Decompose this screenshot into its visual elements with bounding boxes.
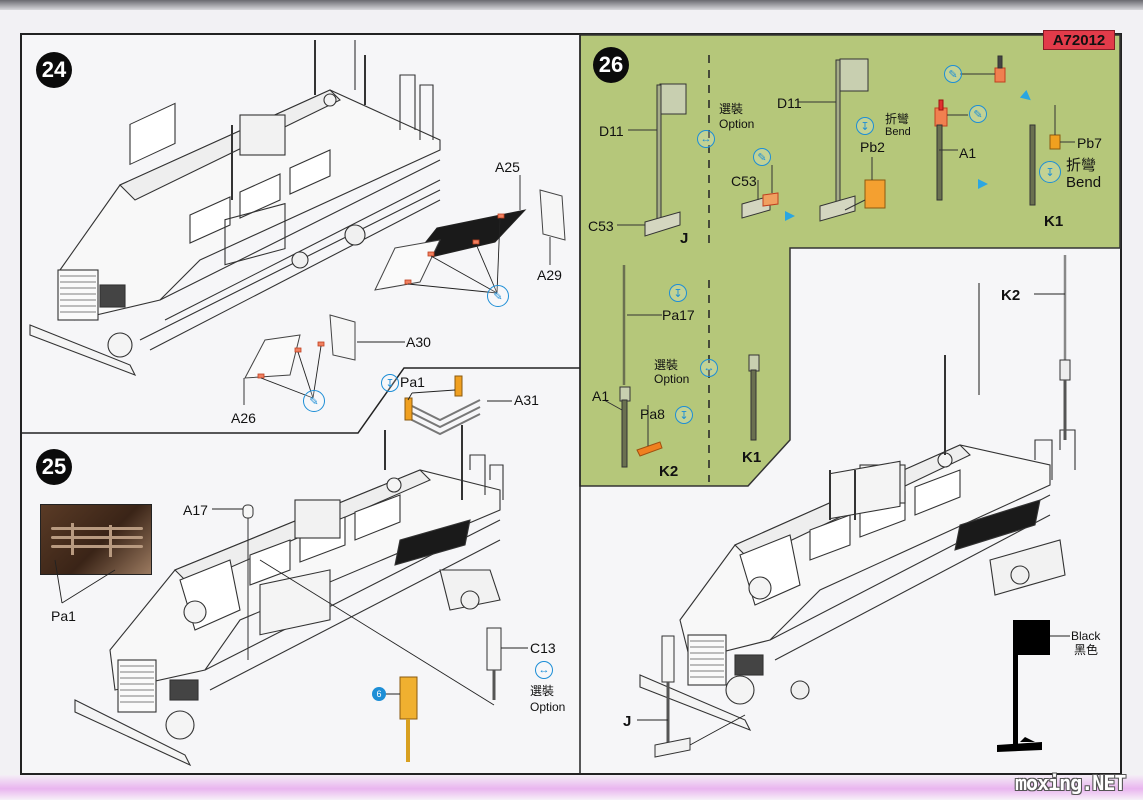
kit-code-badge: A72012 <box>1043 30 1115 50</box>
label-d11-alt: D11 <box>777 95 802 111</box>
assembly-k2 <box>603 265 663 468</box>
label-k1-alt: K1 <box>742 449 762 466</box>
step-number-text: 25 <box>41 454 67 479</box>
black-flag <box>1013 620 1050 655</box>
part-reference-number: 6 <box>376 689 382 699</box>
part-j-sign <box>661 635 675 683</box>
bend-icon: ↧ <box>1039 161 1061 183</box>
label-pb2: Pb2 <box>860 139 885 155</box>
bend-icon: ↧ <box>669 284 687 302</box>
arrow-icon <box>785 211 795 221</box>
part-a29 <box>539 189 566 241</box>
assembly-j <box>617 83 687 237</box>
bend-icon: ↧ <box>856 117 874 135</box>
label-d11: D11 <box>599 123 624 139</box>
label-k1: K1 <box>1044 213 1064 230</box>
part-pa1-right <box>454 375 463 397</box>
step-number-26: 26 <box>593 47 629 83</box>
assembly-k1-alt <box>748 354 760 441</box>
part-pa1-left <box>404 397 413 421</box>
option-icon: ↔ <box>700 359 718 377</box>
step-frame-a26 <box>244 334 301 379</box>
label-a30: A30 <box>406 334 431 350</box>
label-a17: A17 <box>183 502 208 518</box>
glue-icon: ✎ <box>487 285 509 307</box>
step-number-24: 24 <box>36 52 72 88</box>
step-frame <box>374 239 441 291</box>
label-option-cn: 選裝 <box>719 102 744 116</box>
page-bottom-band <box>0 775 1143 800</box>
part-a30 <box>329 314 356 361</box>
label-bend-en: Bend <box>1066 174 1102 191</box>
label-a1-k2: A1 <box>592 388 610 404</box>
assembly-k1 <box>934 55 1075 206</box>
part-k2-mount <box>1059 359 1071 381</box>
label-option-en: Option <box>719 117 755 131</box>
label-a31: A31 <box>514 392 539 408</box>
page-top-edge <box>0 0 1143 10</box>
kit-code-text: A72012 <box>1052 31 1106 49</box>
label-k2: K2 <box>659 463 679 480</box>
assembly-j-alt <box>741 58 886 222</box>
watermark: moxing.NET <box>1015 771 1126 795</box>
part-reference-badge: 6 <box>372 687 386 701</box>
vehicle-hull-26 <box>639 355 1076 732</box>
vehicle-hull-24 <box>29 40 441 377</box>
step-number-text: 26 <box>598 52 624 77</box>
glue-icon: ✎ <box>944 65 962 83</box>
label-option-cn: 選裝 <box>530 684 555 698</box>
label-pa17: Pa17 <box>662 307 695 323</box>
label-option-en-2: Option <box>654 372 690 386</box>
label-a1: A1 <box>959 145 977 161</box>
option-icon: ↔ <box>535 661 553 679</box>
label-bend-cn: 折彎 <box>1066 157 1097 174</box>
label-c53-alt: C53 <box>731 173 757 189</box>
vehicle-hull-25 <box>74 425 504 767</box>
reference-photo-pa1 <box>40 504 152 575</box>
glue-icon: ✎ <box>303 390 325 412</box>
option-icon: ↔ <box>697 130 715 148</box>
label-a29: A29 <box>537 267 562 283</box>
label-pa1: Pa1 <box>400 374 425 390</box>
label-bend-en: Bend <box>885 126 911 138</box>
label-pb7: Pb7 <box>1077 135 1102 151</box>
label-pa1-photo: Pa1 <box>51 608 76 624</box>
arrow-icon <box>978 179 988 189</box>
label-a26: A26 <box>231 410 256 426</box>
label-bend-cn: 折彎 <box>885 112 910 126</box>
label-pa8: Pa8 <box>640 406 665 422</box>
part-pb2 <box>864 179 886 209</box>
label-a25: A25 <box>495 159 520 175</box>
label-black-cn: 黑色 <box>1074 643 1099 657</box>
label-c13: C13 <box>530 640 556 656</box>
label-black: Black <box>1071 629 1101 643</box>
glue-icon: ✎ <box>969 105 987 123</box>
step-number-text: 24 <box>41 57 67 82</box>
label-option-cn-2: 選裝 <box>654 358 679 372</box>
label-option-en: Option <box>530 700 566 714</box>
step-number-25: 25 <box>36 449 72 485</box>
black-flag-pole <box>1013 620 1018 745</box>
glue-icon: ✎ <box>753 148 771 166</box>
label-c53: C53 <box>588 218 614 234</box>
label-j: J <box>680 230 689 247</box>
bend-icon: ↧ <box>381 374 399 392</box>
label-j-final: J <box>623 713 632 730</box>
bend-icon: ↧ <box>675 406 693 424</box>
label-k2-final: K2 <box>1001 287 1021 304</box>
